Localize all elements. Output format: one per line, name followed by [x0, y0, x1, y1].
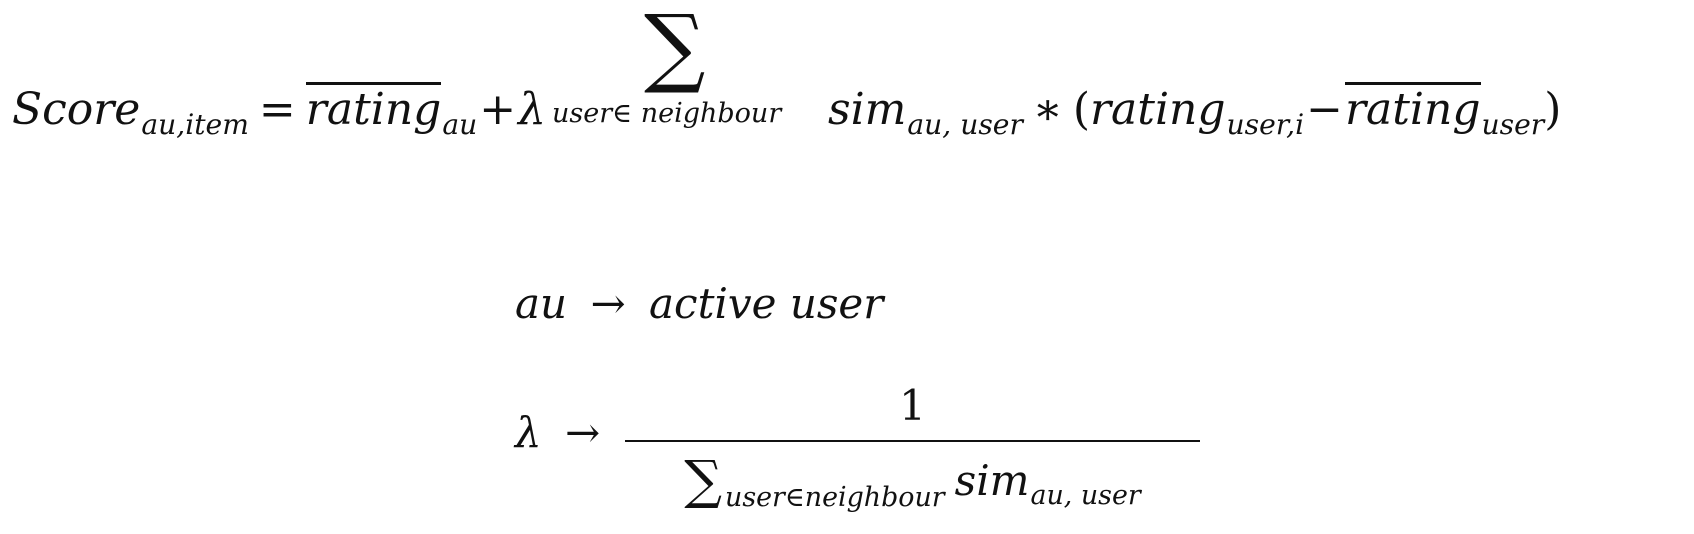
- lambda-definition: λ → 1 ∑user∈neighbour simau, user: [515, 381, 1215, 514]
- definition-arrow: →: [590, 279, 626, 328]
- denominator-summation-range: user∈neighbour: [725, 482, 945, 514]
- normalization-fraction: 1 ∑user∈neighbour simau, user: [625, 381, 1200, 514]
- summation-symbol: ∑: [644, 0, 706, 97]
- denominator-similarity-subscript: au, user: [1030, 480, 1141, 512]
- score-term: Scoreau,item: [12, 88, 249, 141]
- denominator-summation-symbol: ∑: [684, 449, 723, 511]
- user-item-rating-term: ratinguser,i: [1090, 88, 1304, 141]
- open-parenthesis: (: [1072, 84, 1090, 135]
- rating-subscript: user,i: [1226, 107, 1305, 141]
- rating-overline: rating: [305, 82, 442, 135]
- similarity-subscript: au, user: [907, 107, 1023, 141]
- score-subscript: au,item: [141, 107, 249, 141]
- summation-range: user∈ neighbour: [552, 98, 782, 129]
- mean-rating-active-user: ratingau: [305, 82, 477, 141]
- active-user-text: active user: [649, 279, 884, 328]
- multiply-sign: ∗: [1032, 84, 1063, 135]
- lambda-definition-lhs: λ →: [515, 409, 600, 457]
- fraction-numerator: 1: [899, 381, 926, 430]
- denominator-similarity: sim: [954, 456, 1030, 505]
- lambda-symbol: λ: [518, 84, 547, 135]
- score-equation: Scoreau,item = ratingau + λ ∑ user∈ neig…: [12, 4, 1672, 141]
- mean-rating-user: ratinguser: [1344, 82, 1544, 141]
- similarity-term: simau, user: [828, 88, 1023, 141]
- active-user-definition: au → active user: [515, 280, 883, 328]
- fraction-bar: [625, 440, 1200, 442]
- rating-bar-subscript: au: [442, 107, 478, 141]
- summation-block: ∑ user∈ neighbour: [552, 4, 822, 129]
- minus-sign: −: [1306, 84, 1343, 135]
- score-variable: Score: [12, 84, 141, 135]
- similarity-variable: sim: [828, 84, 907, 135]
- equals-sign: =: [258, 84, 296, 135]
- au-symbol: au: [515, 279, 568, 328]
- rating-user-overline: rating: [1344, 82, 1481, 135]
- score-equation-row: Scoreau,item = ratingau + λ ∑ user∈ neig…: [12, 4, 1562, 141]
- rating-variable: rating: [1090, 84, 1226, 135]
- rating-user-subscript: user: [1481, 107, 1545, 141]
- lambda-definition-arrow: →: [564, 408, 601, 457]
- close-parenthesis: ): [1544, 84, 1562, 135]
- plus-sign: +: [479, 84, 517, 135]
- lambda-definition-symbol: λ: [515, 408, 542, 457]
